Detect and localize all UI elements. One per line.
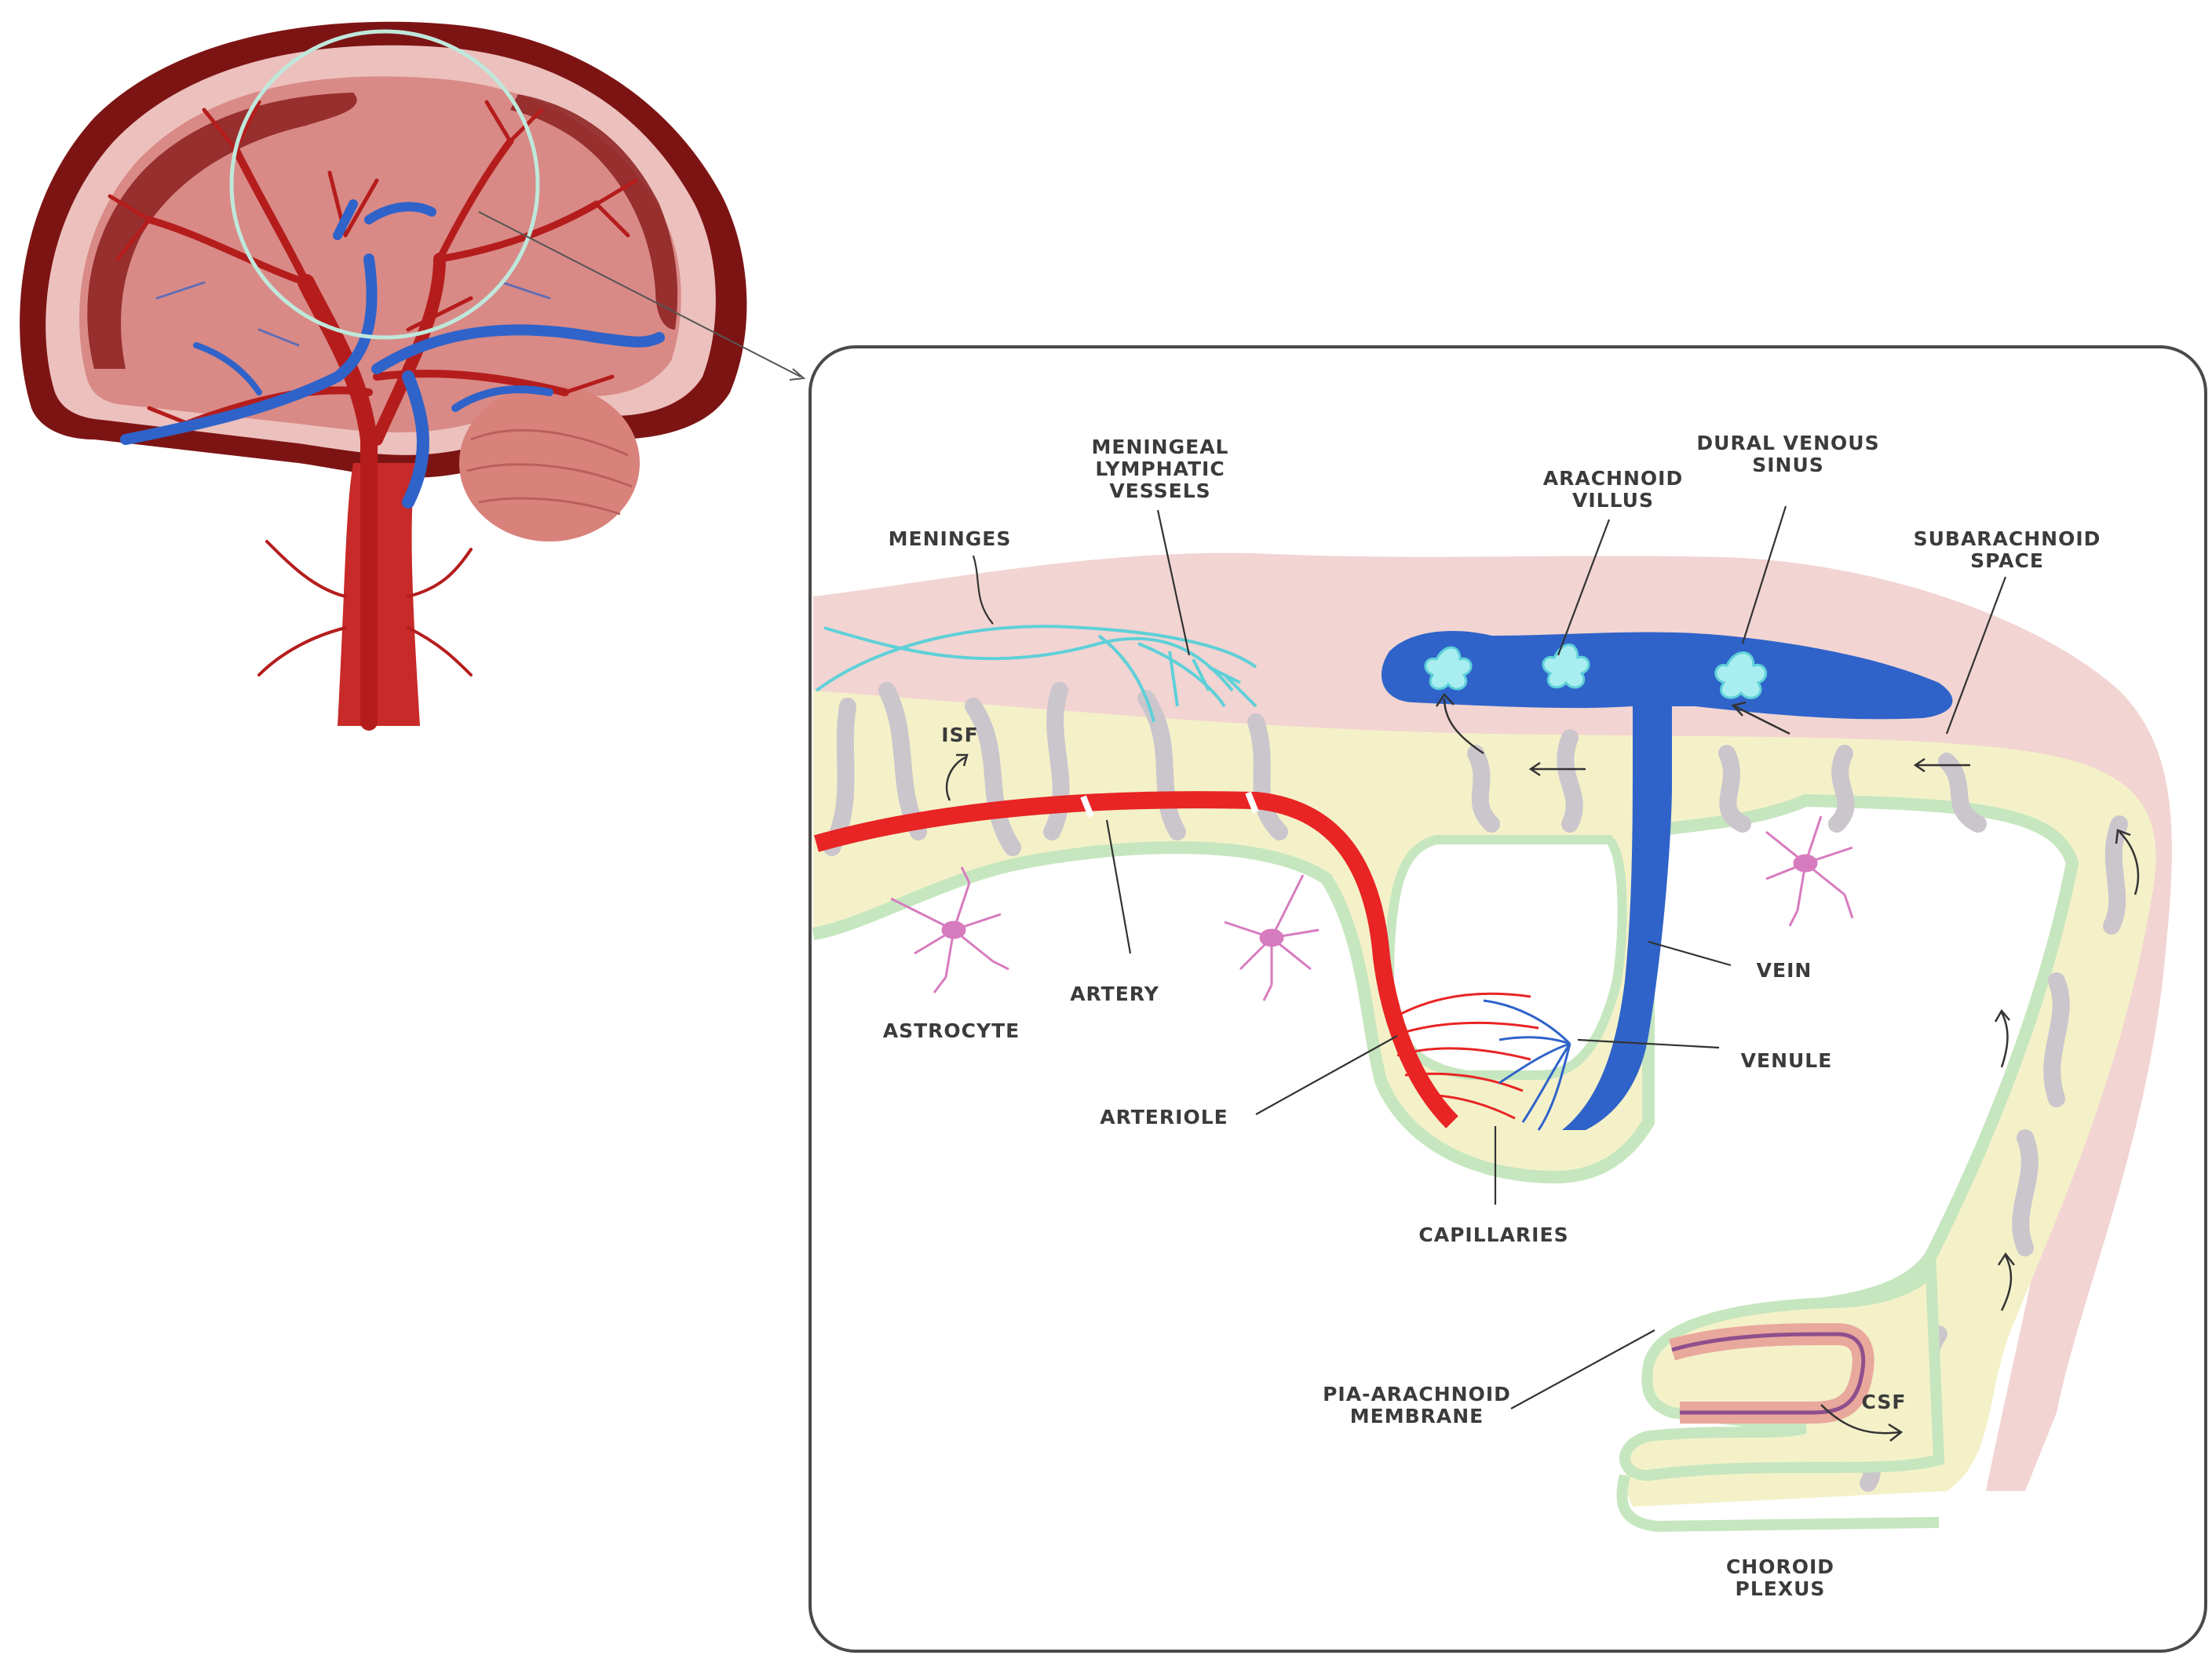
astrocyte-icon [890,866,1009,994]
dural-venous-sinus [1382,631,1953,1130]
flow-arrow-icon [1997,1252,2015,1311]
zoom-pointer-line [478,211,801,377]
label-isf: ISF [941,724,978,746]
zoom-circle [229,29,540,340]
brain-veins [120,199,665,509]
diagram-labels: MENINGES MENINGEAL LYMPHATIC VESSELS ARA… [883,432,2101,1600]
label-meningeal-lymphatic-line-2: LYMPHATIC [1095,458,1225,480]
label-arteriole: ARTERIOLE [1100,1106,1228,1128]
leader-lines [972,505,2007,1409]
capillary-bed [1389,992,1571,1131]
label-dural-venous-sinus-line-2: SINUS [1752,454,1824,476]
label-pia-arachnoid-line-2: MEMBRANE [1350,1405,1484,1427]
label-csf: CSF [1862,1391,1907,1413]
artery-vessel [814,791,1458,1128]
label-choroid-plexus-line-2: PLEXUS [1736,1577,1826,1600]
arachnoid-villi [1424,644,1768,699]
flow-arrow-icon [1994,1008,2010,1068]
arachnoid-villus-icon [1714,651,1768,699]
label-arachnoid-villus-line-2: VILLUS [1572,489,1654,512]
brain-stem [338,463,420,726]
brain-gyri-band [87,93,357,369]
astrocyte-icon [1224,874,1320,1001]
label-choroid-plexus-line-1: CHOROID [1726,1555,1834,1578]
inset-tissue [812,552,2172,1533]
label-vein: VEIN [1757,959,1812,982]
flow-arrows [945,692,2140,1442]
choroid-pocket [1619,1258,1945,1482]
flow-arrow-icon [945,753,969,801]
flow-arrow-icon [1528,761,1586,777]
astrocyte-icon [1765,815,1854,927]
label-meningeal-lymphatic-line-1: MENINGEAL [1092,436,1229,458]
label-meninges: MENINGES [889,527,1012,550]
arachnoid-villus-icon [1542,644,1590,689]
astrocytes [890,815,1854,1001]
label-subarachnoid-space-line-2: SPACE [1970,549,2044,572]
brain-cortex [79,76,681,432]
label-arachnoid-villus-line-1: ARACHNOID [1543,467,1683,490]
parenchyma-layer [813,691,2156,1507]
label-subarachnoid-space-line-1: SUBARACHNOID [1914,527,2101,550]
label-capillaries: CAPILLARIES [1418,1223,1568,1246]
arachnoid-villus-icon [1424,646,1473,691]
label-dural-venous-sinus-line-1: DURAL VENOUS [1696,432,1879,454]
flow-arrow-icon [1913,757,1970,773]
cerebellum [459,385,640,541]
perivascular-loop [1384,835,1627,1080]
label-astrocyte: ASTROCYTE [883,1019,1020,1042]
flow-arrow-icon [1820,1404,1904,1442]
flow-arrow-icon [1435,692,1484,755]
label-pia-arachnoid-line-1: PIA-ARACHNOID [1323,1383,1511,1406]
label-venule: VENULE [1741,1049,1833,1072]
meningeal-lymphatic-vessels [815,625,1257,723]
flow-arrow-icon [2115,829,2140,895]
brain-illustration [20,21,806,731]
flow-arrow-icon [1731,701,1790,735]
label-meningeal-lymphatic-line-3: VESSELS [1109,479,1210,502]
label-artery: ARTERY [1070,983,1159,1005]
